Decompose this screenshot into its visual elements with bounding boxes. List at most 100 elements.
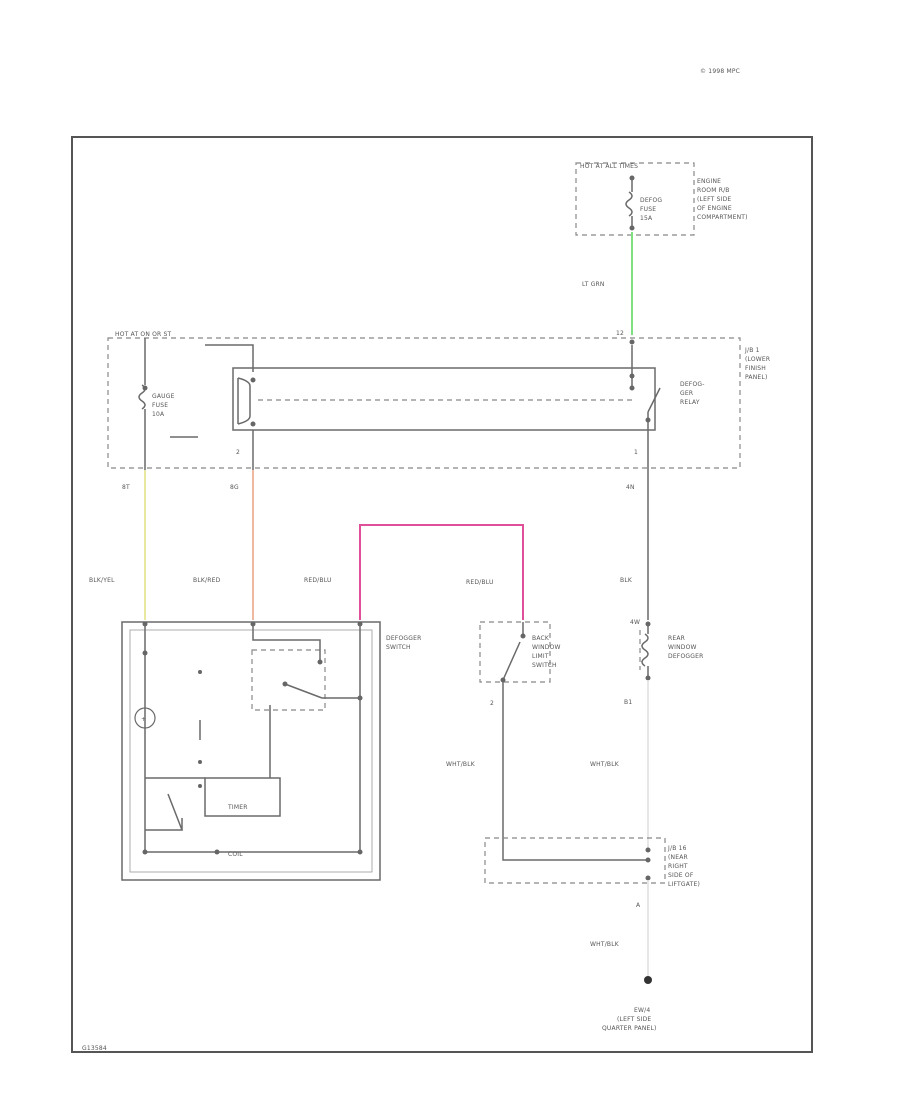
defogger-dot-bottom bbox=[645, 675, 651, 681]
relay-coil-bottom-dot bbox=[250, 421, 256, 427]
timer-switch bbox=[145, 777, 205, 831]
coil-label: COIL bbox=[228, 851, 243, 858]
defog-fuse-symbol bbox=[625, 178, 633, 228]
pin-limit-switch: 2 bbox=[490, 700, 494, 707]
defogger-switch-line-1: DEFOGGER bbox=[386, 635, 421, 642]
jb16-dot-3 bbox=[645, 875, 651, 881]
limit-switch-dot-bottom bbox=[500, 677, 506, 683]
engine-room-line-1: ENGINE bbox=[697, 178, 721, 185]
blk-red-label: BLK/RED bbox=[193, 577, 221, 584]
blk-yel-label: BLK/YEL bbox=[89, 577, 115, 584]
gauge-fuse-top-dot bbox=[142, 385, 148, 391]
limit-switch-line-1: BACK bbox=[532, 635, 550, 642]
pin-relay-left: 2 bbox=[236, 449, 240, 456]
switch-relay-contacts bbox=[252, 624, 360, 699]
timer-label: TIMER bbox=[227, 804, 248, 811]
engine-room-line-3: (LEFT SIDE bbox=[697, 196, 731, 203]
jb16-line-5: LIFTGATE) bbox=[668, 881, 700, 888]
relay-top-dot bbox=[629, 339, 635, 345]
defogger-line-1: REAR bbox=[668, 635, 685, 642]
sw-right-bottom-dot bbox=[357, 849, 363, 855]
relay-line-3: RELAY bbox=[680, 399, 700, 406]
limit-ground-label: WHT/BLK bbox=[446, 761, 476, 768]
pin-w-right: 4N bbox=[626, 484, 635, 491]
defogger-line-2: WINDOW bbox=[668, 644, 697, 651]
jb16-line-1: J/B 16 bbox=[667, 845, 687, 852]
sw-dot-a bbox=[198, 670, 202, 674]
ground-line-1: EW/4 bbox=[634, 1007, 650, 1014]
defog-fuse-line-1: DEFOG bbox=[640, 197, 662, 204]
engine-room-line-5: COMPARTMENT) bbox=[697, 214, 748, 221]
defogger-relay-box bbox=[232, 367, 656, 431]
pin-relay-right: 1 bbox=[634, 449, 638, 456]
timer-dot-1 bbox=[198, 760, 202, 764]
defogger-switch-inner bbox=[129, 629, 373, 873]
sw-left-top-dot bbox=[142, 650, 148, 656]
lt-grn-label: LT GRN bbox=[582, 281, 605, 288]
sw-mid-bottom-dot bbox=[214, 849, 220, 855]
jb16-box bbox=[484, 837, 666, 884]
hot-at-on-label: HOT AT ON OR ST bbox=[115, 331, 172, 338]
defogger-switch-box bbox=[121, 621, 381, 881]
red-blu-left-label: RED/BLU bbox=[304, 577, 332, 584]
jb16-dot-2 bbox=[645, 857, 651, 863]
defogger-switch-line-2: SWITCH bbox=[386, 644, 411, 651]
limit-switch-box bbox=[479, 621, 551, 683]
limit-switch-line-2: WINDOW bbox=[532, 644, 561, 651]
copyright-label: © 1998 MPC bbox=[700, 68, 740, 75]
jb1-box bbox=[107, 337, 741, 469]
limit-switch-dot-top bbox=[520, 633, 526, 639]
relay-coil-top-dot bbox=[250, 377, 256, 383]
relay-line-1: DEFOG- bbox=[680, 381, 705, 388]
jb16-line-3: RIGHT bbox=[668, 863, 688, 870]
timer-box bbox=[204, 777, 281, 817]
limit-switch-line-3: LIMIT bbox=[532, 653, 549, 660]
jb16-dot-1 bbox=[645, 847, 651, 853]
limit-switch-line-4: SWITCH bbox=[532, 662, 557, 669]
jb16-line-4: SIDE OF bbox=[668, 872, 694, 879]
limit-switch-contacts bbox=[502, 622, 524, 850]
pin-defogger-in: 4W bbox=[630, 619, 640, 626]
jb1-line-4: PANEL) bbox=[745, 374, 768, 381]
pin-ground-jct: A bbox=[636, 902, 641, 909]
jb1-line-3: FINISH bbox=[745, 365, 766, 372]
defogger-line-3: DEFOGGER bbox=[668, 653, 703, 660]
gauge-fuse-line-1: GAUGE bbox=[152, 393, 175, 400]
relay-contact-bottom-dot bbox=[645, 417, 651, 423]
gauge-fuse-line-3: 10A bbox=[152, 411, 165, 418]
engine-room-line-2: ROOM R/B bbox=[697, 187, 730, 194]
sw-left-bottom-dot bbox=[142, 849, 148, 855]
defog-fuse-line-3: 15A bbox=[640, 215, 653, 222]
pin-w-mid: 8G bbox=[230, 484, 239, 491]
timer-link bbox=[199, 705, 271, 778]
indicator-lamp-icon bbox=[134, 707, 156, 729]
engine-fuse-box bbox=[575, 162, 695, 236]
gauge-fuse-line-2: FUSE bbox=[152, 402, 168, 409]
hot-at-all-times-label: HOT AT ALL TIMES bbox=[580, 163, 638, 170]
jb16-bus bbox=[502, 850, 648, 861]
blk-label: BLK bbox=[620, 577, 633, 584]
pin-w-left: 8T bbox=[122, 484, 130, 491]
diagram-code: G13584 bbox=[82, 1045, 107, 1052]
timer-dot-2 bbox=[198, 784, 202, 788]
relay-contact-mid-dot bbox=[629, 385, 635, 391]
relay-line-2: GER bbox=[680, 390, 693, 397]
pin-relay-top: 12 bbox=[616, 330, 624, 337]
switch-relay-dot-2 bbox=[282, 681, 288, 687]
relay-feed-wire bbox=[205, 344, 254, 372]
jb16-line-2: (NEAR bbox=[668, 854, 688, 861]
relay-coil bbox=[237, 377, 251, 425]
red-blu-wire bbox=[359, 524, 524, 620]
ground-icon bbox=[644, 976, 652, 984]
relay-contact-top-dot bbox=[629, 373, 635, 379]
engine-room-line-4: OF ENGINE bbox=[697, 205, 732, 212]
switch-relay-dot-1 bbox=[317, 659, 323, 665]
ground-line-2: (LEFT SIDE bbox=[617, 1016, 651, 1023]
defog-fuse-line-2: FUSE bbox=[640, 206, 656, 213]
diagram-frame bbox=[71, 136, 813, 1053]
pin-defogger-out: B1 bbox=[624, 699, 632, 706]
defog-ground-label: WHT/BLK bbox=[590, 761, 620, 768]
jb1-line-1: J/B 1 bbox=[744, 347, 760, 354]
defogger-element bbox=[641, 624, 649, 676]
